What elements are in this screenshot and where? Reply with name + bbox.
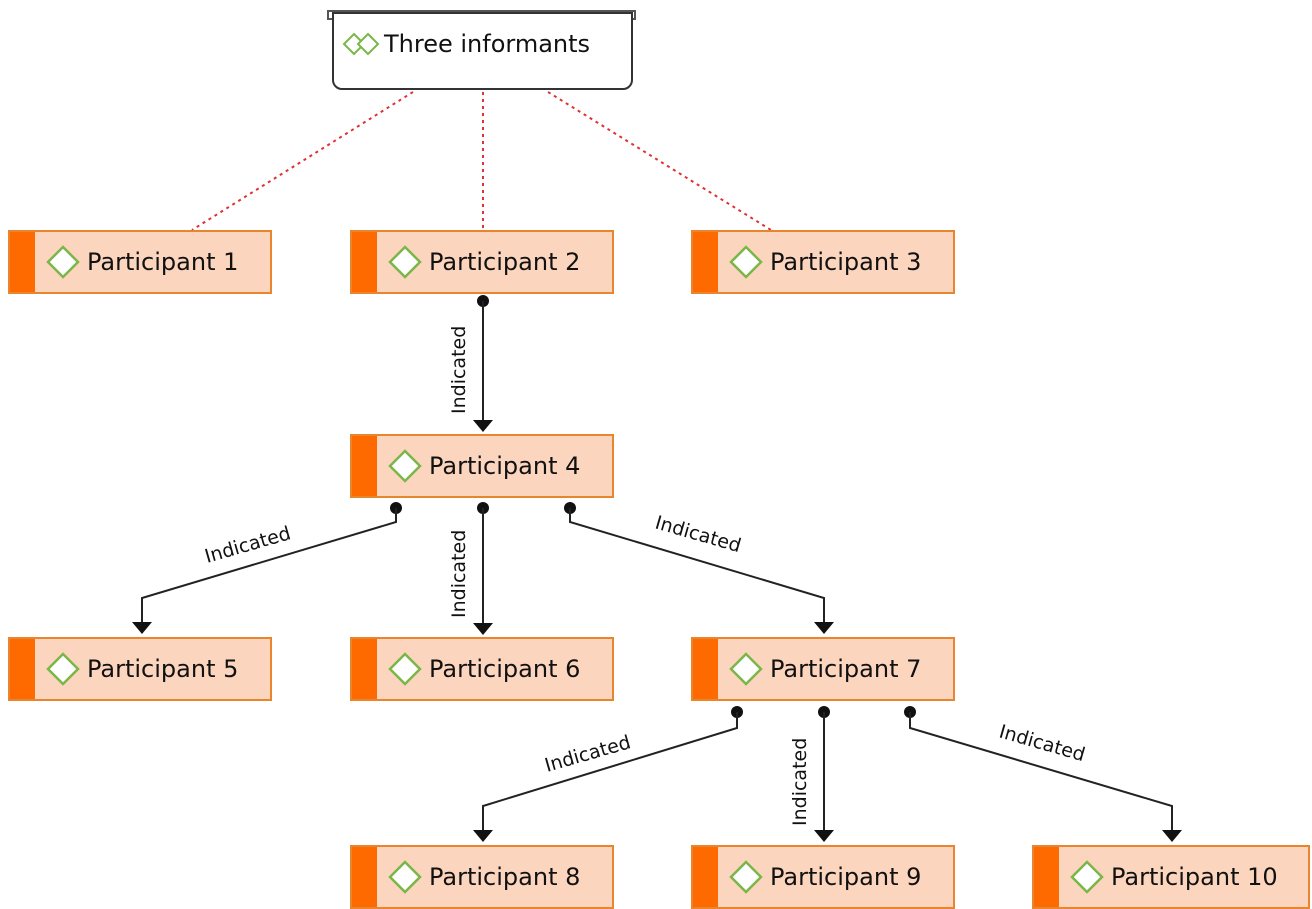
participant-label: Participant 5 [87, 655, 239, 683]
node-color-bar [10, 639, 35, 699]
participant-node-1[interactable]: Participant 1 [8, 230, 272, 294]
edge-root-p3 [547, 91, 772, 231]
participant-label: Participant 2 [429, 248, 581, 276]
node-color-bar [352, 436, 377, 496]
diamond-icon [729, 860, 763, 894]
edge-p4-p7: Indicated [564, 502, 834, 634]
node-color-bar [352, 232, 377, 292]
node-color-bar [352, 639, 377, 699]
root-node-label: Three informants [384, 30, 591, 58]
diamond-icon [388, 245, 422, 279]
edge-root-p1 [191, 91, 414, 231]
edge-p4-p6: Indicated [448, 502, 493, 635]
edge-label: Indicated [542, 731, 633, 776]
diamond-icon [1070, 860, 1104, 894]
node-color-bar [352, 847, 377, 907]
node-color-bar [1034, 847, 1059, 907]
diamond-icon [46, 245, 80, 279]
participant-node-2[interactable]: Participant 2 [350, 230, 614, 294]
edge-p4-p5: Indicated [132, 502, 402, 634]
diamond-icon [388, 652, 422, 686]
edge-label: Indicated [448, 530, 470, 618]
edge-label: Indicated [997, 721, 1088, 766]
diamond-icon [388, 860, 422, 894]
participant-node-5[interactable]: Participant 5 [8, 637, 272, 701]
edge-label: Indicated [789, 738, 811, 826]
participant-node-6[interactable]: Participant 6 [350, 637, 614, 701]
participant-label: Participant 6 [429, 655, 581, 683]
edge-p7-p10: Indicated [904, 706, 1182, 842]
participant-node-9[interactable]: Participant 9 [691, 845, 955, 909]
edge-p7-p8: Indicated [473, 706, 743, 842]
diamond-icon [46, 652, 80, 686]
diamond-icon [729, 652, 763, 686]
edge-p7-p9: Indicated [789, 706, 834, 842]
participant-node-4[interactable]: Participant 4 [350, 434, 614, 498]
node-color-bar [693, 847, 718, 907]
participant-node-10[interactable]: Participant 10 [1032, 845, 1310, 909]
participant-label: Participant 4 [429, 452, 581, 480]
participant-label: Participant 8 [429, 863, 581, 891]
edge-p2-p4: Indicated [448, 295, 493, 432]
participant-node-7[interactable]: Participant 7 [691, 637, 955, 701]
participant-label: Participant 7 [770, 655, 922, 683]
participant-label: Participant 1 [87, 248, 239, 276]
node-color-bar [693, 232, 718, 292]
double-diamond-icon [342, 32, 382, 56]
node-color-bar [10, 232, 35, 292]
participant-label: Participant 3 [770, 248, 922, 276]
participant-node-3[interactable]: Participant 3 [691, 230, 955, 294]
diamond-icon [729, 245, 763, 279]
edge-label: Indicated [448, 326, 470, 414]
edge-label: Indicated [202, 522, 293, 567]
participant-label: Participant 10 [1111, 863, 1278, 891]
root-node[interactable]: Three informants [332, 12, 633, 90]
participant-node-8[interactable]: Participant 8 [350, 845, 614, 909]
participant-label: Participant 9 [770, 863, 922, 891]
diamond-icon [388, 449, 422, 483]
node-color-bar [693, 639, 718, 699]
